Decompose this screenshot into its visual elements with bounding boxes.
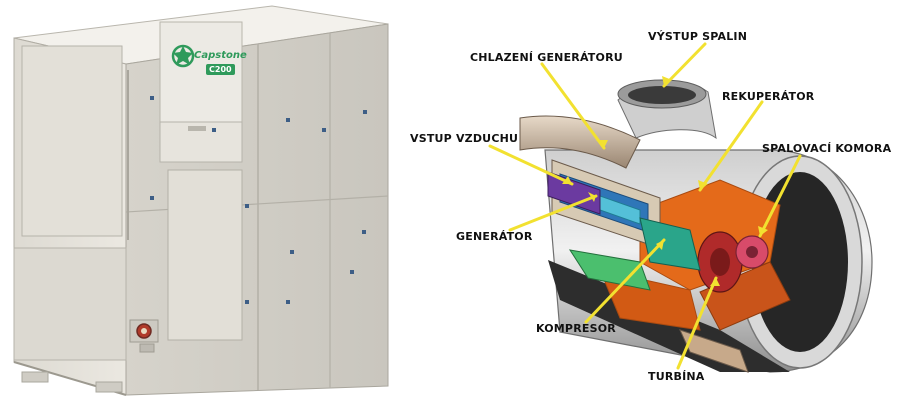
- front-lower-panel: [13, 247, 127, 361]
- compressor-inlet: [568, 249, 651, 291]
- port-bracket: [139, 343, 155, 353]
- combustor-core: [710, 248, 730, 276]
- panel-latches: [150, 96, 367, 304]
- model-badge: C200: [206, 64, 235, 75]
- recuperator-side: [699, 261, 791, 331]
- skid-slot: [95, 381, 123, 393]
- arrowhead: [662, 76, 672, 86]
- arrowhead: [710, 278, 720, 286]
- cooling-sleeve: [519, 115, 641, 169]
- label-combustor: SPALOVACÍ KOMORA: [762, 142, 892, 155]
- capstone-logo-icon: [171, 44, 195, 68]
- latch: [350, 270, 354, 274]
- callout-arrowheads: [562, 76, 768, 286]
- latch: [362, 230, 366, 234]
- latch: [286, 300, 290, 304]
- callout-exhaust: [662, 42, 707, 88]
- arrowhead: [698, 180, 708, 190]
- turbine-hub: [746, 246, 758, 258]
- callout-turbine: [676, 276, 718, 370]
- latch: [245, 300, 249, 304]
- label-turbine: TURBÍNA: [648, 370, 705, 383]
- turbine-cutaway: [519, 79, 873, 373]
- label-recuperator: REKUPERÁTOR: [722, 90, 815, 103]
- fuel-inlet-bore: [141, 328, 147, 334]
- label-generator: GENERÁTOR: [456, 230, 533, 243]
- front-door-upper: [21, 45, 123, 237]
- callout-lines: [488, 42, 802, 370]
- arrowhead: [656, 240, 664, 250]
- generator-coil: [547, 171, 601, 215]
- latch: [286, 118, 290, 122]
- latch: [290, 250, 294, 254]
- control-box-handle: [188, 126, 206, 131]
- latch: [322, 128, 326, 132]
- label-generator-cooling: CHLAZENÍ GENERÁTORU: [470, 51, 623, 64]
- callout-combustor: [758, 154, 802, 238]
- callout-air-inlet: [488, 144, 574, 186]
- callout-recuperator: [698, 100, 764, 192]
- callout-generator: [508, 194, 598, 232]
- callout-generator-cooling: [540, 62, 606, 150]
- connection-ports: [129, 319, 159, 353]
- exhaust-bore: [628, 86, 696, 104]
- access-door: [167, 169, 243, 341]
- arrowhead: [562, 176, 572, 184]
- latch: [363, 110, 367, 114]
- latch: [212, 128, 216, 132]
- arrowhead: [588, 192, 596, 202]
- microturbine-housing: [13, 5, 389, 396]
- skid-slot: [21, 371, 49, 383]
- callout-compressor: [584, 238, 666, 324]
- latch: [150, 96, 154, 100]
- label-exhaust: VÝSTUP SPALIN: [648, 30, 748, 43]
- latch: [245, 204, 249, 208]
- brand-name: Capstone: [194, 50, 247, 61]
- label-air-inlet: VSTUP VZDUCHU: [410, 132, 519, 145]
- compressor-wheel: [639, 217, 701, 271]
- latch: [150, 196, 154, 200]
- arrowhead: [758, 226, 768, 236]
- arrowhead: [596, 140, 608, 148]
- label-compressor: KOMPRESOR: [536, 322, 616, 335]
